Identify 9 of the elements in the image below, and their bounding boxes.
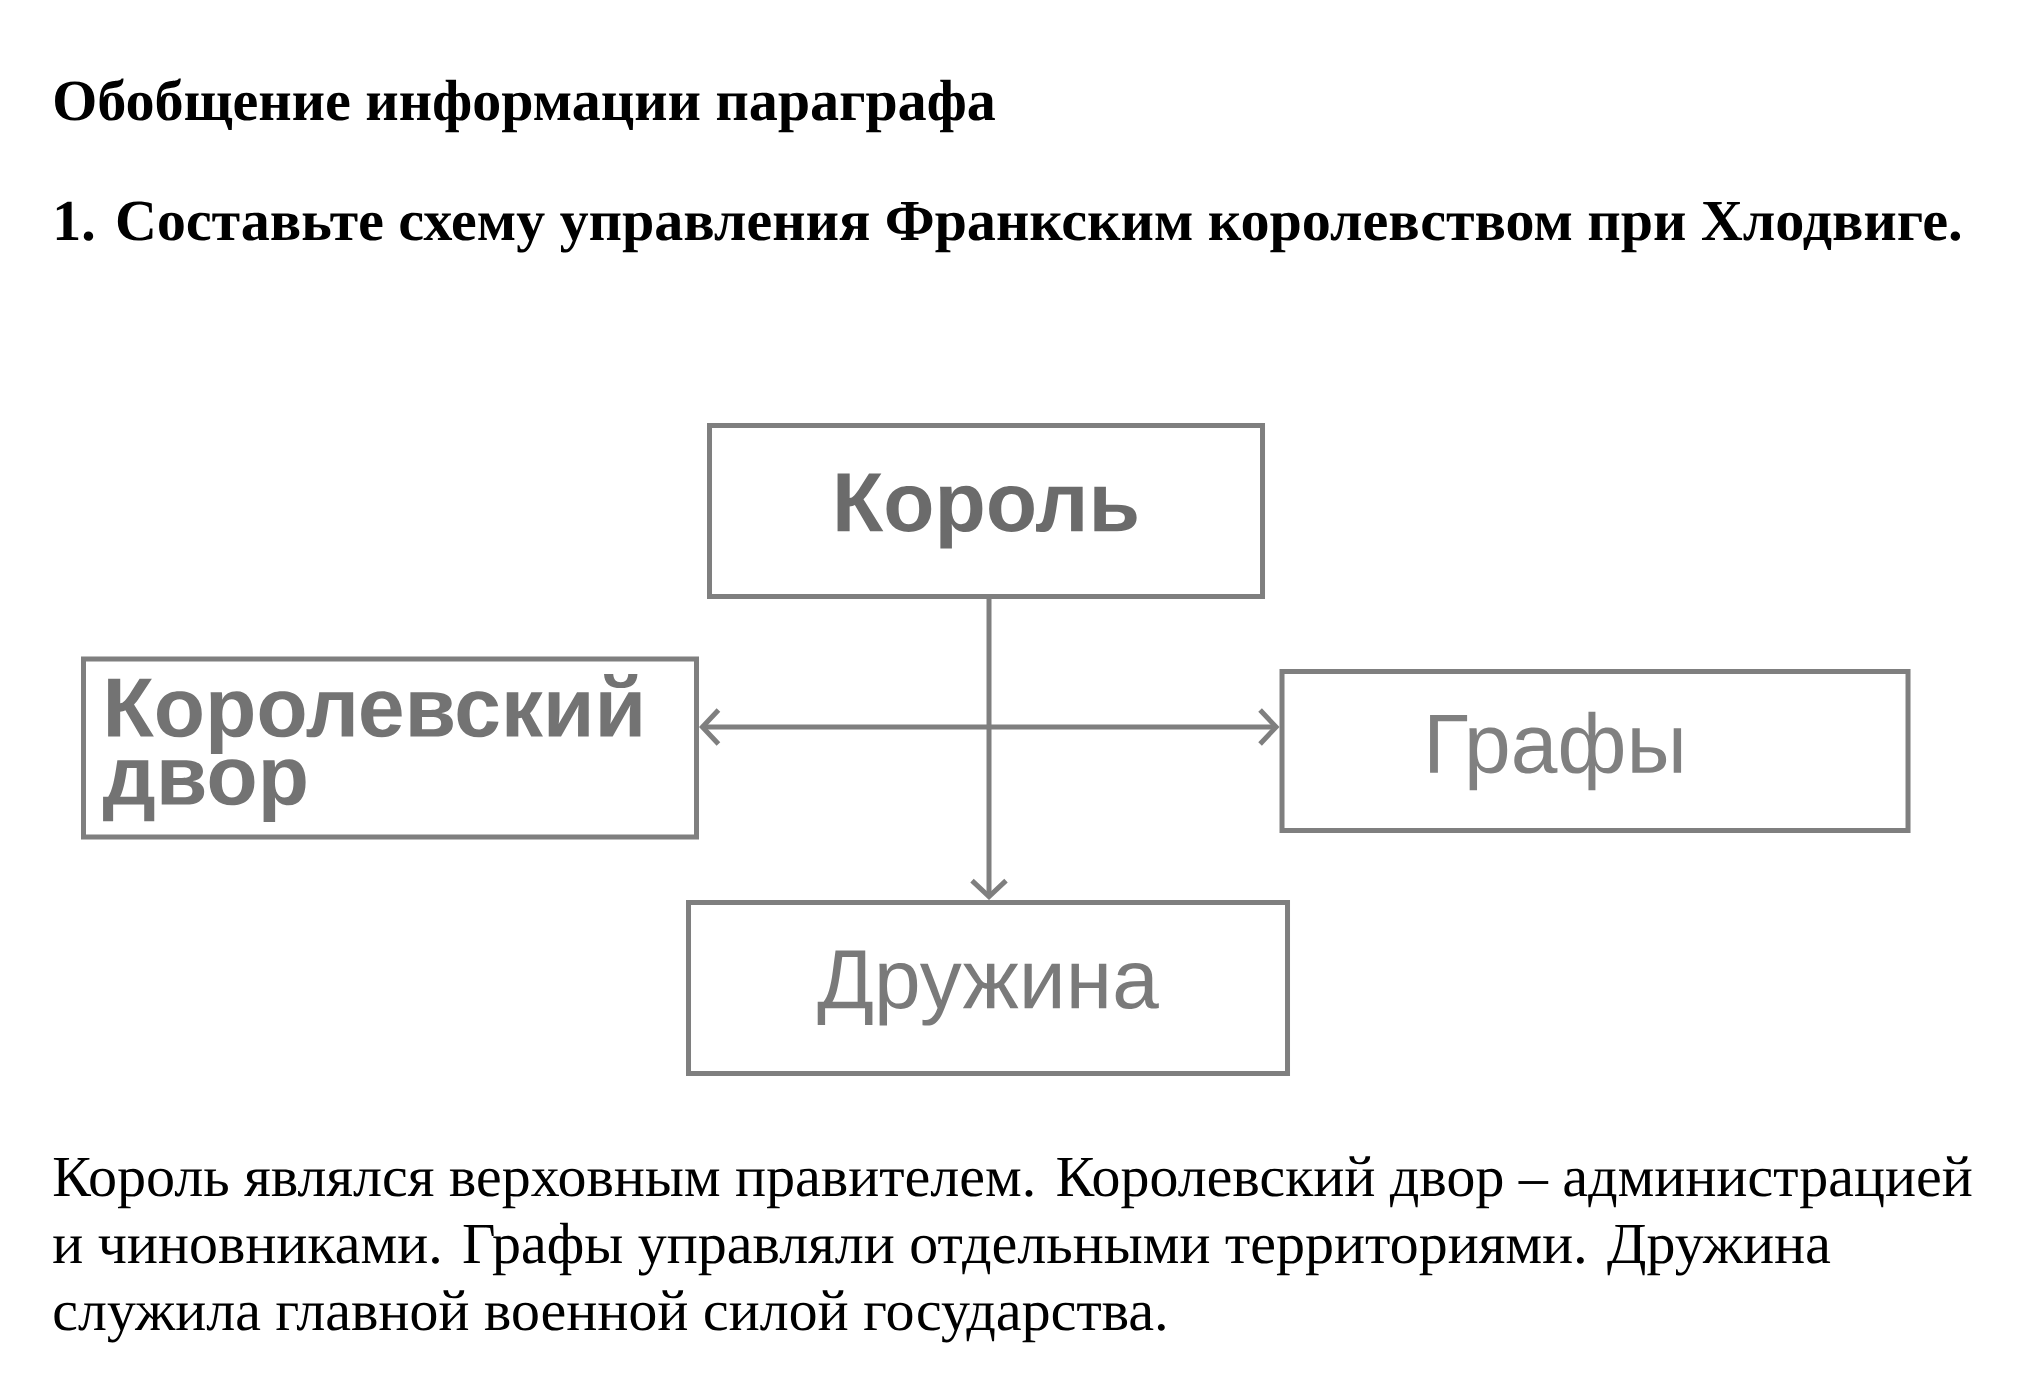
text-box: Графы	[1279, 669, 1911, 833]
arrow	[970, 599, 1008, 900]
text-box: Король	[707, 423, 1265, 599]
text-box: Дружина	[686, 900, 1290, 1076]
double-arrow	[699, 708, 1280, 746]
question-text: 1. Составьте схему управления Франкским королевством при Хлодвиге.	[56, 201, 1961, 253]
answer-paragraph: Король являлся верховным правителем. Королевский двор – администрацией и чиновниками. Графы управляли отдельными территориями. Дружина служила главной военной силой государства.	[53, 1156, 1972, 1343]
heading: Обобщение информации параграфа	[55, 78, 995, 133]
text-box: Королевский двор	[81, 656, 699, 840]
